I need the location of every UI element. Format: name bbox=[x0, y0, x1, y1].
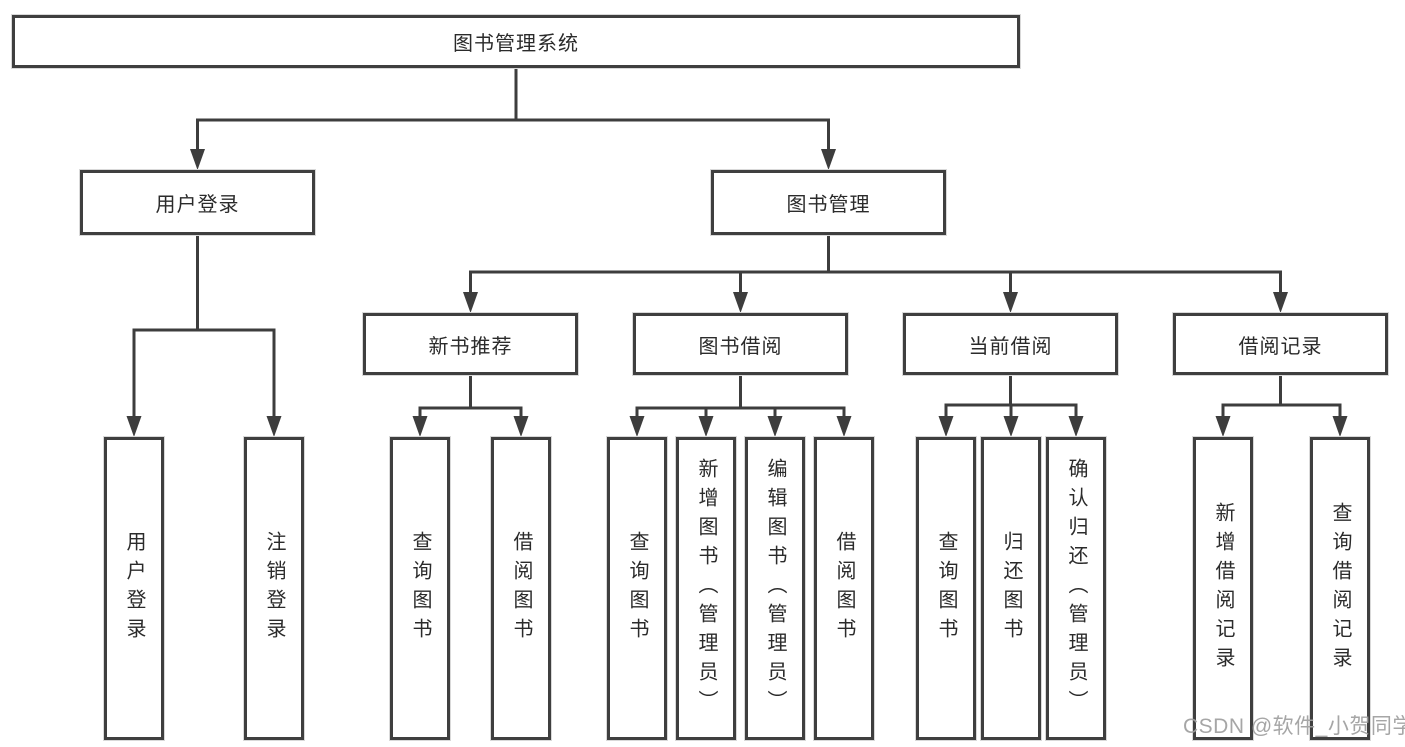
leaf-borrow-books-recommend: 借阅图书 bbox=[491, 437, 551, 740]
node-new-book-recommend: 新书推荐 bbox=[363, 313, 578, 375]
node-label: 编辑图书（管理员） bbox=[764, 458, 786, 719]
node-label: 借阅记录 bbox=[1238, 335, 1323, 358]
leaf-query-books-borrowing: 查询图书 bbox=[607, 437, 667, 740]
leaf-add-book-admin: 新增图书（管理员） bbox=[676, 437, 736, 740]
node-label: 确认归还（管理员） bbox=[1065, 458, 1087, 719]
leaf-logout: 注销登录 bbox=[244, 437, 304, 740]
watermark: CSDN @软件_小贺同学 bbox=[1183, 715, 1405, 738]
node-label: 图书借阅 bbox=[698, 335, 783, 358]
node-label: 用户登录 bbox=[155, 194, 240, 216]
node-user-login: 用户登录 bbox=[80, 170, 315, 235]
node-label: 注销登录 bbox=[263, 530, 285, 647]
node-label: 用户登录 bbox=[123, 530, 145, 647]
node-book-borrowing: 图书借阅 bbox=[633, 313, 848, 375]
node-book-management: 图书管理 bbox=[711, 170, 946, 235]
node-borrowing-records: 借阅记录 bbox=[1173, 313, 1388, 375]
leaf-add-borrow-record: 新增借阅记录 bbox=[1193, 437, 1253, 740]
node-label: 图书管理 bbox=[786, 194, 871, 216]
leaf-borrow-books: 借阅图书 bbox=[814, 437, 874, 740]
node-label: 当前借阅 bbox=[968, 335, 1053, 358]
node-label: 新增图书（管理员） bbox=[695, 458, 717, 719]
leaf-confirm-return-admin: 确认归还（管理员） bbox=[1046, 437, 1106, 740]
leaf-query-books-current: 查询图书 bbox=[916, 437, 976, 740]
node-library-management-system: 图书管理系统 bbox=[12, 15, 1020, 68]
node-label: 新书推荐 bbox=[428, 335, 513, 358]
node-label: 查询图书 bbox=[626, 530, 648, 647]
node-label: 查询图书 bbox=[935, 530, 957, 647]
node-label: 借阅图书 bbox=[510, 530, 532, 647]
leaf-user-login: 用户登录 bbox=[104, 437, 164, 740]
node-label: 图书管理系统 bbox=[453, 33, 579, 55]
node-label: 归还图书 bbox=[1000, 530, 1022, 647]
node-current-borrowing: 当前借阅 bbox=[903, 313, 1118, 375]
leaf-query-books-recommend: 查询图书 bbox=[390, 437, 450, 740]
node-label: 查询图书 bbox=[409, 530, 431, 647]
leaf-query-borrow-record: 查询借阅记录 bbox=[1310, 437, 1370, 740]
node-label: 借阅图书 bbox=[833, 530, 855, 647]
node-label: 新增借阅记录 bbox=[1212, 501, 1234, 676]
leaf-edit-book-admin: 编辑图书（管理员） bbox=[745, 437, 805, 740]
leaf-return-book: 归还图书 bbox=[981, 437, 1041, 740]
node-label: 查询借阅记录 bbox=[1329, 501, 1351, 676]
